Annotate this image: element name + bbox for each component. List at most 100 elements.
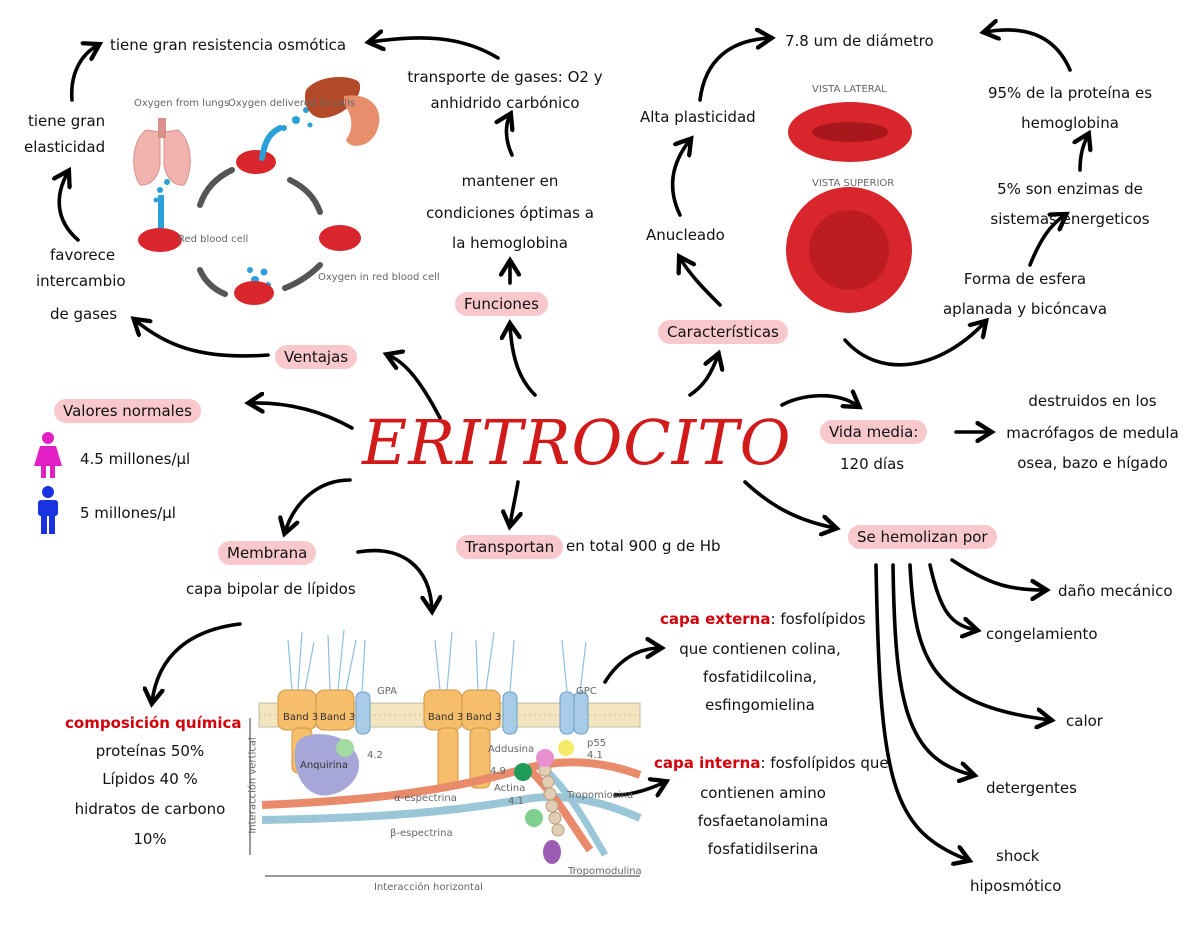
ventajas-pill: Ventajas	[275, 345, 358, 369]
arrow-mantener-transporte	[506, 115, 512, 157]
arrow-caract-anucleado	[680, 258, 722, 307]
capa-interna-line: contienen amino	[700, 784, 826, 802]
capa-interna-line0: capa interna: fosfolípidos que	[654, 750, 889, 776]
membrane-label: p55	[587, 738, 607, 749]
arrow-hem-detergentes	[891, 563, 973, 775]
membrane-label: GPC	[576, 686, 597, 697]
funciones-pill: Funciones	[455, 292, 548, 316]
funciones-item: condiciones óptimas a	[426, 204, 594, 222]
transportan-text: en total 900 g de Hb	[566, 537, 721, 555]
male-icon	[38, 486, 58, 534]
arrow-title-transporte	[510, 480, 518, 525]
membrane-label: 4.1	[508, 796, 524, 807]
caract-item: Anucleado	[646, 226, 725, 244]
rbc-superior-icon	[786, 187, 912, 313]
fig-label-oxygen-lungs: Oxygen from lungs	[134, 98, 230, 109]
membrane-figure	[249, 629, 642, 877]
arrow-caract-forma	[843, 322, 985, 367]
caract-item: 95% de la proteína es	[987, 84, 1153, 102]
page-title: ERITROCITO	[362, 406, 792, 479]
membrane-label: Tropomiosina	[567, 790, 634, 801]
vida-media-destruidos: macrófagos de medula	[1006, 424, 1179, 442]
arrow-plasticidad-diametro	[698, 38, 770, 102]
funciones-item: transporte de gases: O2 y	[407, 68, 603, 86]
membrane-label: Actina	[494, 783, 526, 794]
rbc-lateral-icon	[788, 102, 912, 162]
arrow-gases-elasticidad	[59, 172, 80, 242]
membrane-label: 4.9	[490, 766, 506, 777]
valores-pill: Valores normales	[54, 399, 201, 423]
membrane-label: Tropomodulina	[568, 866, 642, 877]
arrow-transporte-resistencia	[370, 38, 500, 60]
arrow-membrana-composicion	[152, 622, 242, 702]
capa-externa-line0: capa externa: fosfolípidos	[660, 606, 866, 632]
lungs-icon	[133, 129, 191, 186]
arrow-membrana-figure	[356, 548, 432, 610]
membrane-label: Addusina	[488, 744, 535, 755]
arrow-title-funciones	[510, 325, 537, 397]
funciones-item: la hemoglobina	[452, 234, 568, 252]
stomach-icon	[344, 95, 380, 146]
arrow-hem-shock	[874, 563, 968, 860]
capa-externa-line: que contienen colina,	[679, 640, 841, 658]
transportan-pill: Transportan	[456, 535, 564, 559]
composicion-line: hidratos de carbono	[74, 800, 226, 818]
caract-item: 5% son enzimas de	[997, 180, 1143, 198]
ventajas-item: tiene gran resistencia osmótica	[110, 36, 347, 54]
capa-externa-line: esfingomielina	[705, 696, 815, 714]
composicion-title: composición química	[65, 714, 242, 732]
arrow-ventajas-gases	[135, 320, 270, 358]
caract-item: Alta plasticidad	[640, 108, 756, 126]
composicion-line: 10%	[133, 830, 167, 848]
arrow-title-valores	[250, 403, 354, 430]
membrane-label: α-espectrina	[394, 793, 457, 804]
rbc-view-superior: VISTA SUPERIOR	[812, 178, 895, 189]
liver-icon	[304, 76, 361, 118]
membrane-label: GPA	[377, 686, 397, 697]
vida-media-pill: Vida media:	[820, 420, 928, 444]
caract-item: sistemas energeticos	[990, 210, 1150, 228]
arrow-title-vida	[780, 396, 858, 406]
capa-interna-line: fosfatidilserina	[707, 840, 819, 858]
arrow-figure-externa	[603, 648, 660, 684]
arrow-title-hemolisis	[743, 480, 835, 528]
membrane-label: Band 3	[428, 712, 464, 723]
vida-media-value: 120 días	[840, 455, 905, 473]
composicion-line: proteínas 50%	[95, 742, 205, 760]
membrane-label: Interacción vertical	[247, 737, 259, 834]
membrane-label: Band 3	[320, 712, 356, 723]
membrane-label: 4.1	[587, 750, 603, 761]
hemolisis-item: calor	[1066, 712, 1103, 730]
hemolisis-item: congelamiento	[986, 625, 1098, 643]
funciones-item: anhidrido carbónico	[430, 94, 580, 112]
fig-label-oxygen-in-cell: Oxygen in red blood cell	[318, 272, 440, 283]
capa-externa-title: capa externa	[660, 610, 771, 628]
membrane-label: 4.2	[367, 750, 383, 761]
membrane-label: Interacción horizontal	[374, 882, 483, 893]
membrane-label: β-espectrina	[390, 828, 453, 839]
composicion-line: Lípidos 40 %	[102, 770, 198, 788]
arrow-title-ventajas	[388, 355, 442, 420]
ventajas-item: favorece	[50, 246, 116, 264]
arrow-title-caract	[688, 355, 718, 397]
membrana-pill: Membrana	[218, 541, 317, 565]
ventajas-item: elasticidad	[24, 138, 106, 156]
caract-item: Forma de esfera	[963, 270, 1087, 288]
membrane-label: Anquirina	[300, 760, 348, 771]
oxygen-cycle-figure	[133, 76, 380, 305]
fig-label-oxygen-delivered: Oxygen delivered to cells	[228, 98, 356, 109]
capa-interna-text: : fosfolípidos que	[760, 754, 889, 772]
valor-female: 4.5 millones/µl	[80, 450, 191, 468]
capa-externa-text: : fosfolípidos	[770, 610, 866, 628]
ventajas-item: intercambio	[36, 272, 126, 290]
membrane-label: Band 3	[466, 712, 502, 723]
rbc-view-lateral: VISTA LATERAL	[812, 84, 887, 95]
capa-interna-line: fosfaetanolamina	[697, 812, 829, 830]
hemolisis-item: daño mecánico	[1058, 582, 1173, 600]
hemolisis-item: detergentes	[986, 779, 1077, 797]
arrow-95-diametro	[985, 30, 1072, 72]
hemolisis-item: shock	[996, 847, 1040, 865]
vida-media-destruidos: osea, bazo e hígado	[1017, 454, 1168, 472]
arrow-hem-congelamiento	[928, 563, 976, 630]
